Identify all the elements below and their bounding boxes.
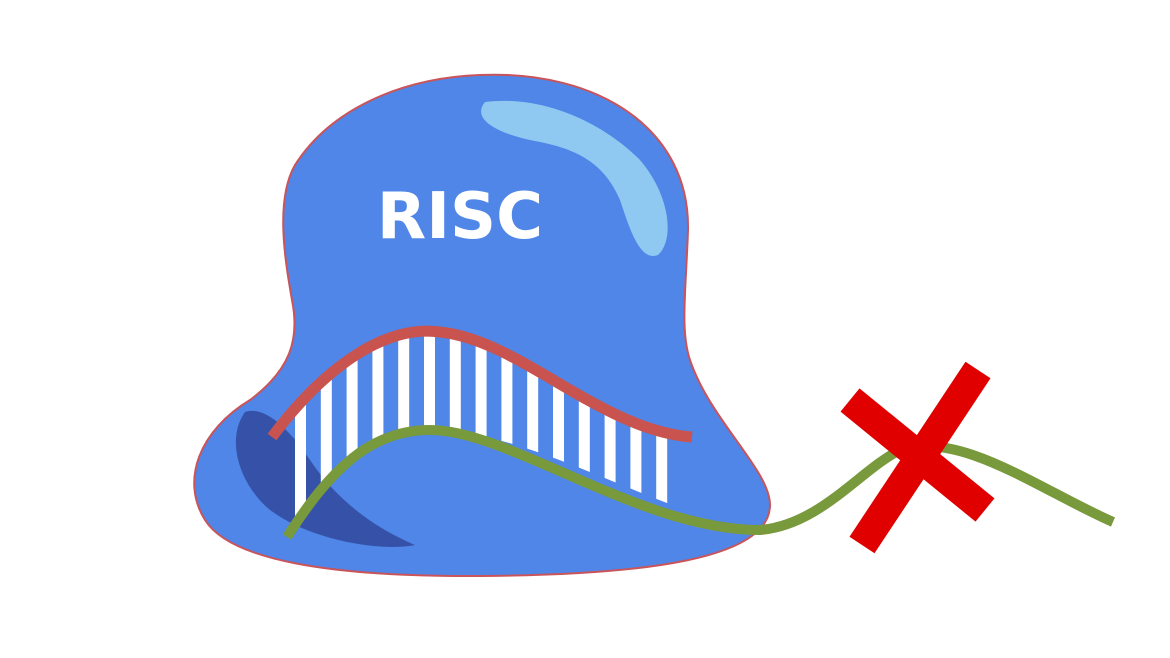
base-pair-bar (527, 331, 539, 537)
cleavage-x-icon (840, 361, 995, 554)
base-pair-bar (475, 331, 487, 537)
base-pair-bar (320, 331, 332, 537)
base-pair-bar (604, 331, 616, 537)
base-pair-bar (295, 331, 306, 537)
base-pair-bar (630, 331, 642, 537)
base-pair-bar (372, 331, 384, 537)
highlight-reflection (481, 100, 668, 256)
guide-strand-red (267, 325, 693, 443)
base-pair-bar (553, 331, 564, 537)
target-mrna-strand-green (282, 424, 1116, 540)
base-pair-bar (578, 331, 590, 537)
shadow-patch (235, 410, 415, 547)
base-pair-bar (501, 331, 513, 537)
base-pair-bar (346, 331, 358, 537)
risc-label: RISC (377, 180, 543, 254)
